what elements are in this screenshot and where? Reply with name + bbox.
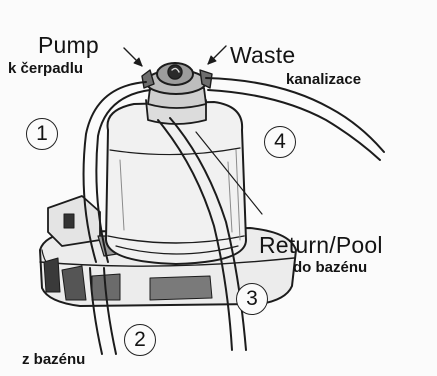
waste-label: Waste bbox=[230, 44, 295, 67]
waste-label-cz: kanalizace bbox=[286, 72, 361, 87]
inlet-label-cz: z bazénu bbox=[22, 352, 85, 367]
multiport-valve bbox=[142, 63, 212, 124]
callout-1: 1 bbox=[26, 118, 58, 150]
callout-2: 2 bbox=[124, 324, 156, 356]
callout-3: 3 bbox=[236, 283, 268, 315]
pump-label-cz: k čerpadlu bbox=[8, 61, 83, 76]
return-label: Return/Pool bbox=[259, 234, 383, 257]
return-label-cz: do bazénu bbox=[293, 260, 367, 275]
callout-4: 4 bbox=[264, 126, 296, 158]
pump-label: Pump bbox=[38, 34, 99, 57]
